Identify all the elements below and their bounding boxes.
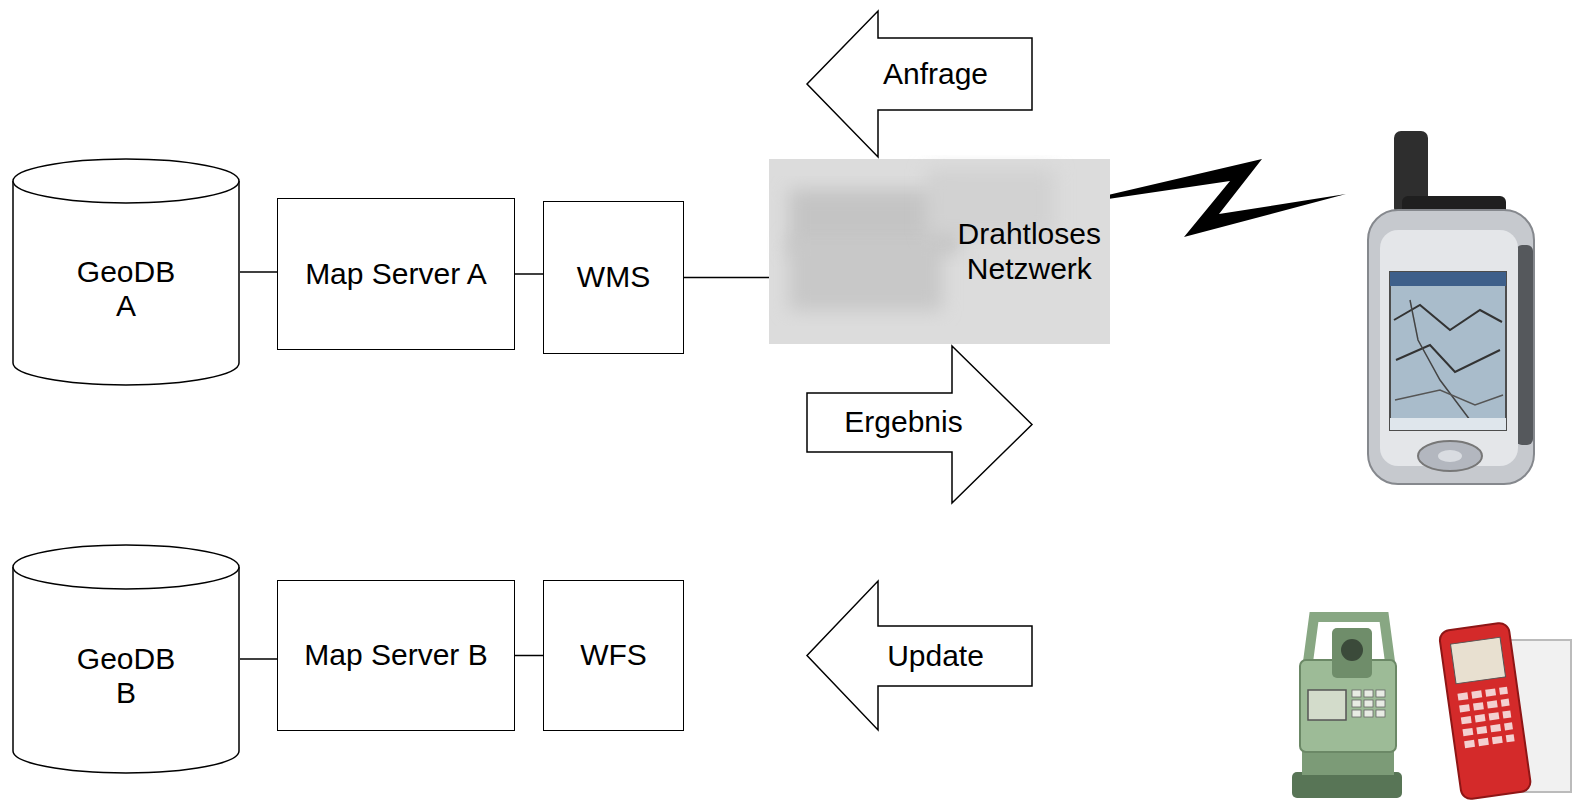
- server-box: WFS: [543, 580, 684, 731]
- node-text: Map Server A: [305, 257, 487, 292]
- node-text: Ergebnis: [844, 405, 962, 440]
- node-text: Update: [887, 639, 984, 674]
- arrow-outline: [807, 346, 1032, 503]
- connector-line: [240, 271, 277, 273]
- server-box: Map Server A: [277, 198, 515, 350]
- total-station: [1292, 617, 1402, 798]
- block-arrow: Update: [806, 580, 1033, 731]
- network-panel: Drahtloses Netzwerk: [769, 159, 1110, 344]
- cylinder-top: [13, 159, 239, 203]
- network-ground: [769, 159, 1110, 344]
- cylinder-top: [13, 545, 239, 589]
- connector-line: [240, 658, 277, 660]
- cylinder-body: [13, 567, 239, 773]
- arrow-outline: [807, 581, 1032, 730]
- gps-controller: [1439, 622, 1571, 800]
- node-text: Anfrage: [883, 57, 988, 92]
- node-text: GeoDB A: [77, 255, 175, 324]
- cylinder-body: [13, 181, 239, 385]
- arrow-outline: [807, 11, 1032, 157]
- connector-line: [515, 655, 543, 657]
- node-text: WMS: [577, 260, 650, 295]
- connector-line: [684, 277, 769, 279]
- node-text: GeoDB B: [77, 642, 175, 711]
- connector-line: [515, 273, 543, 275]
- node-text: Drahtloses Netzwerk: [958, 217, 1101, 286]
- server-box: WMS: [543, 201, 684, 354]
- pda-device: [1368, 131, 1534, 484]
- block-arrow: Ergebnis: [806, 345, 1033, 504]
- wireless-bolt: [1108, 159, 1346, 237]
- node-text: WFS: [580, 638, 647, 673]
- network-shade: [789, 237, 942, 311]
- server-box: Map Server B: [277, 580, 515, 731]
- database-cylinder: GeoDB B: [12, 544, 240, 774]
- block-arrow: Anfrage: [806, 10, 1033, 158]
- database-cylinder: GeoDB A: [12, 158, 240, 386]
- node-text: Map Server B: [304, 638, 487, 673]
